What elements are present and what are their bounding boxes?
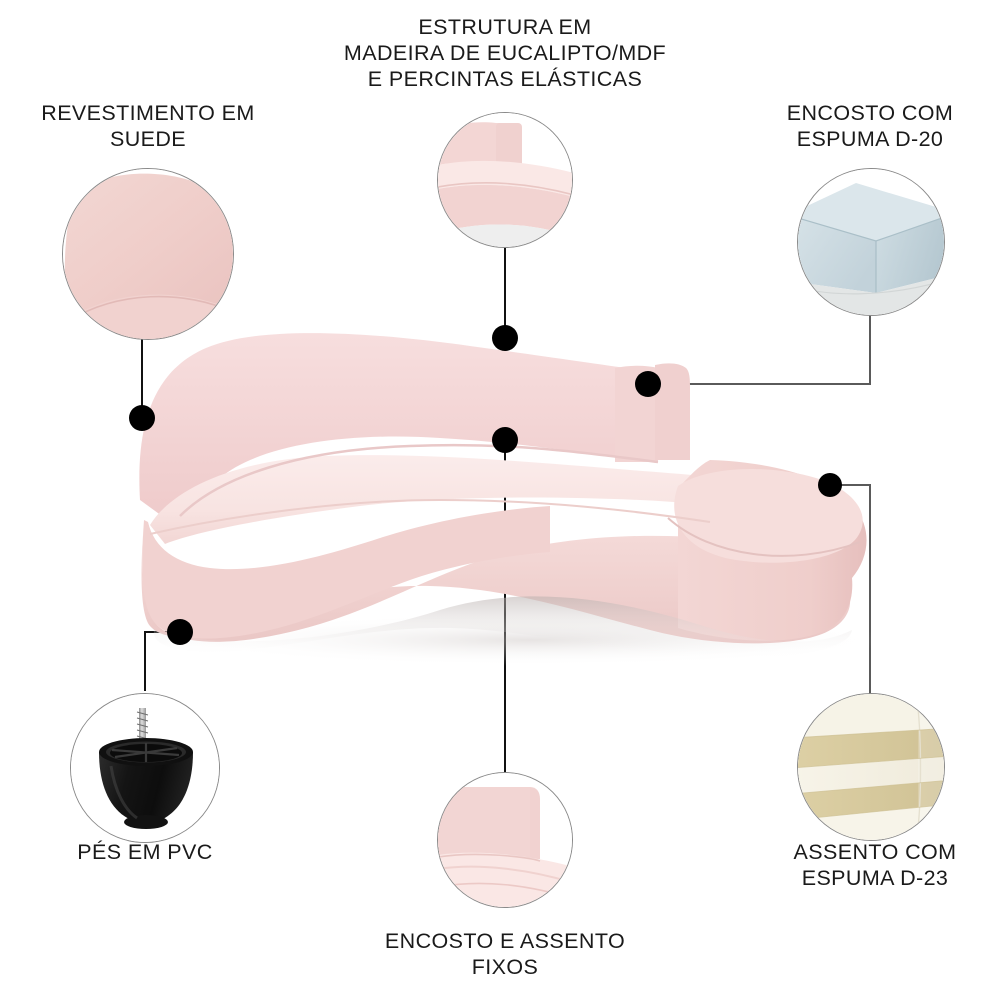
product-image-sofa bbox=[110, 310, 900, 680]
detail-circle-revestimento bbox=[62, 168, 234, 340]
dot-pes-pvc[interactable] bbox=[167, 619, 193, 645]
label-assento-espuma: ASSENTO COM ESPUMA D-23 bbox=[793, 840, 957, 890]
sofa-seam-seat bbox=[149, 498, 711, 535]
sofa-backrest-seam bbox=[179, 443, 659, 517]
detail-circle-espuma-d23 bbox=[797, 693, 945, 841]
label-estrutura: ESTRUTURA EM MADEIRA DE EUCALIPTO/MDF E … bbox=[343, 15, 667, 91]
sofa-seam-right bbox=[667, 517, 861, 557]
detail-circle-encosto-assento-fixos bbox=[437, 772, 573, 908]
label-encosto-espuma: ENCOSTO COM ESPUMA D-20 bbox=[786, 101, 954, 151]
connector-estrutura bbox=[504, 248, 506, 340]
sofa-backrest bbox=[139, 333, 656, 532]
connector-encosto-espuma-horizontal bbox=[648, 383, 871, 385]
dot-encosto-assento-fixos[interactable] bbox=[492, 427, 518, 453]
detail-circle-pes-pvc bbox=[70, 693, 220, 843]
sofa-seat-cushion bbox=[150, 455, 844, 544]
dot-revestimento[interactable] bbox=[129, 405, 155, 431]
label-pes-pvc: PÉS EM PVC bbox=[77, 840, 213, 864]
detail-circle-estrutura bbox=[437, 112, 573, 248]
label-encosto-assento-fixos: ENCOSTO E ASSENTO FIXOS bbox=[384, 929, 626, 979]
connector-revestimento bbox=[141, 328, 143, 420]
detail-circle-espuma-d20 bbox=[797, 168, 945, 316]
label-revestimento: REVESTIMENTO EM SUEDE bbox=[41, 101, 255, 151]
sofa-backrest-right-edge bbox=[655, 363, 690, 460]
sofa-right-arm-top bbox=[674, 468, 863, 563]
connector-pes-pvc-vertical bbox=[144, 631, 146, 691]
dot-assento-espuma[interactable] bbox=[818, 473, 842, 497]
connector-encosto-espuma-vertical bbox=[869, 305, 871, 385]
dot-estrutura[interactable] bbox=[492, 325, 518, 351]
connector-assento-espuma-horizontal bbox=[830, 484, 871, 486]
sofa-contact-shadow bbox=[153, 596, 852, 658]
dot-encosto-espuma[interactable] bbox=[635, 371, 661, 397]
connector-assento-espuma-vertical bbox=[869, 484, 871, 696]
sofa-base-left-block bbox=[142, 506, 550, 639]
